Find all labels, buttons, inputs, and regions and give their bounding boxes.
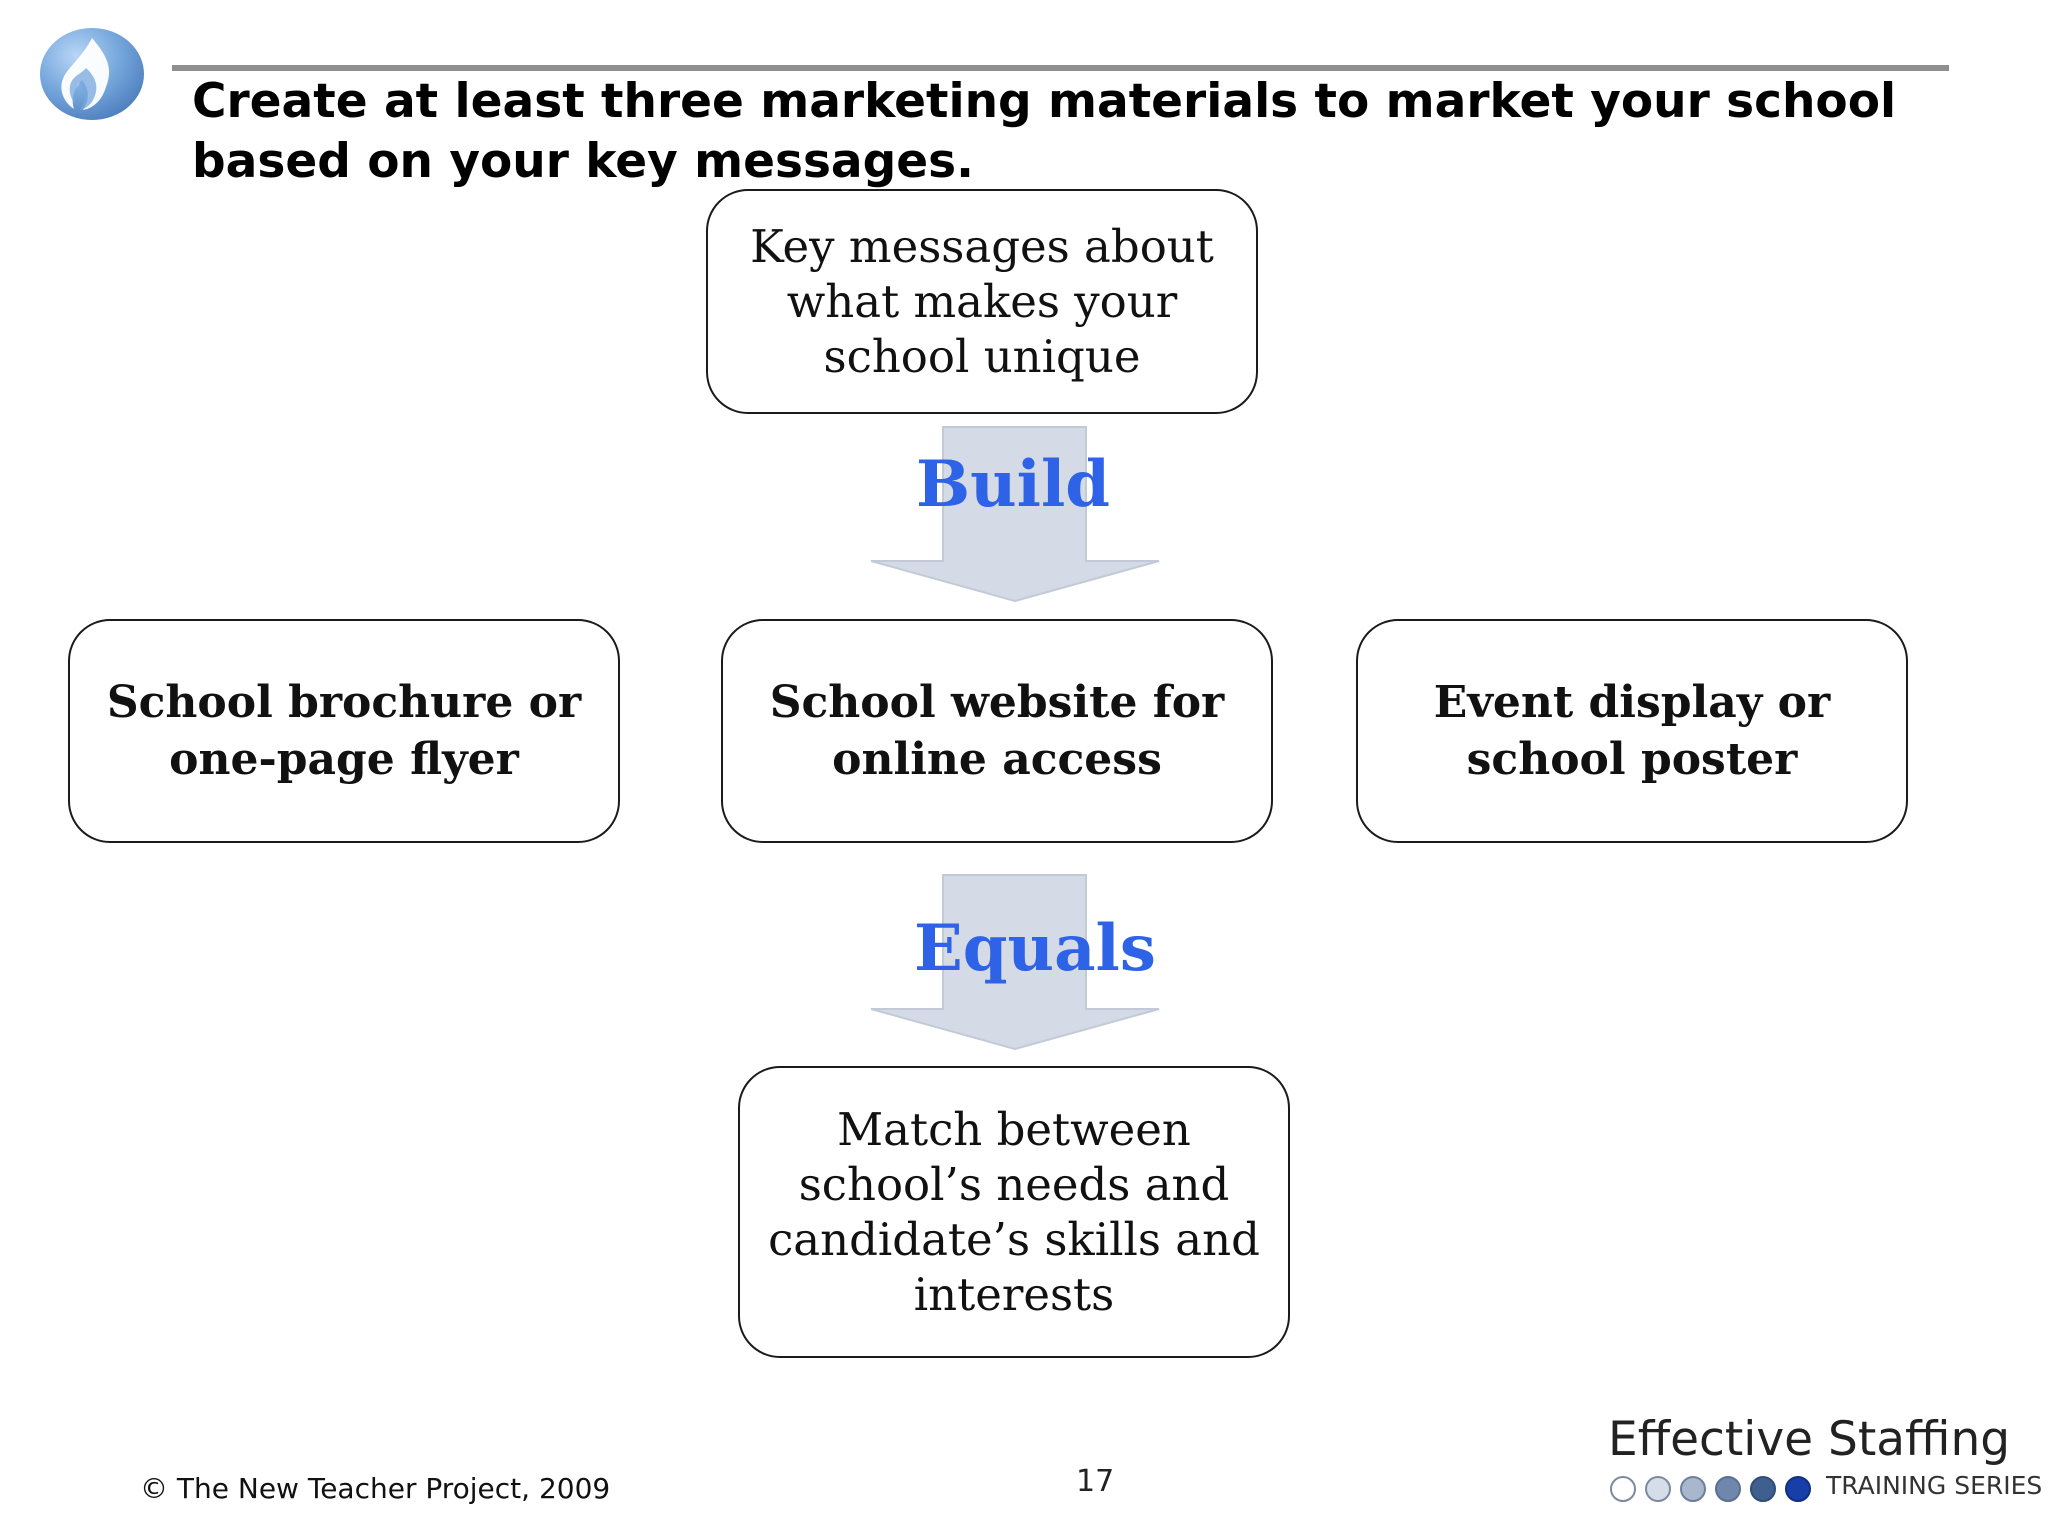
build-label: Build (916, 447, 1110, 522)
brand-name: Effective Staffing (1608, 1412, 2011, 1467)
flame-logo-icon (40, 28, 144, 120)
website-text: School website for online access (769, 677, 1225, 785)
match-result-text: Match between school’s needs and candida… (768, 1103, 1260, 1321)
key-messages-box: Key messages about what makes your schoo… (706, 189, 1258, 414)
material-box-event-display: Event display or school poster (1356, 619, 1908, 843)
slide-title: Create at least three marketing material… (192, 74, 1897, 189)
gradient-circles-icon (1610, 1476, 1811, 1502)
title-rule (172, 65, 1949, 71)
equals-label: Equals (914, 911, 1156, 986)
equals-down-arrow (870, 874, 1160, 1050)
material-box-website: School website for online access (721, 619, 1273, 843)
page-number: 17 (1076, 1464, 1115, 1499)
build-down-arrow (870, 426, 1160, 602)
key-messages-text: Key messages about what makes your schoo… (750, 220, 1214, 383)
match-result-box: Match between school’s needs and candida… (738, 1066, 1290, 1358)
material-box-brochure: School brochure or one-page flyer (68, 619, 620, 843)
copyright-text: © The New Teacher Project, 2009 (140, 1472, 611, 1505)
event-display-text: Event display or school poster (1433, 677, 1831, 785)
brand-tagline: TRAINING SERIES (1826, 1471, 2043, 1500)
brochure-text: School brochure or one-page flyer (106, 677, 582, 785)
